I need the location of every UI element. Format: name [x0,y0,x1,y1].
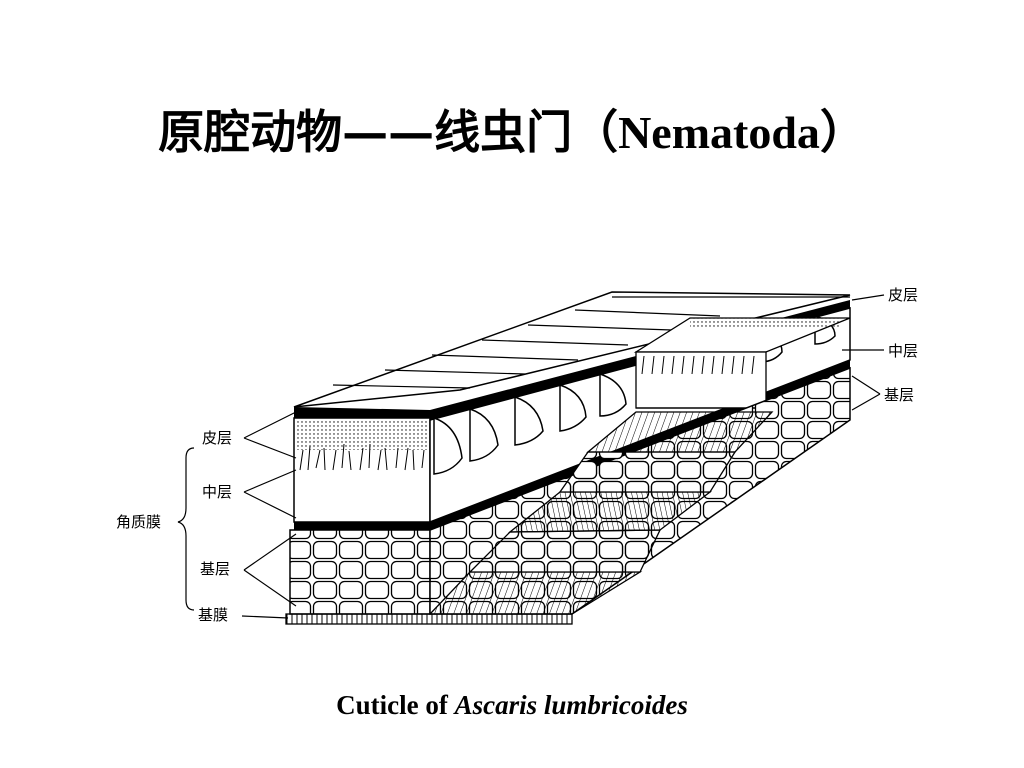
basal-membrane [285,613,573,625]
title-close: ） [819,105,866,159]
left-brace [177,447,195,611]
front-fibres [299,443,425,471]
right-leader-lines [842,294,885,411]
title-latin: Nematoda [618,107,820,158]
platform-fibres [641,355,755,375]
front-dotted-zone [296,420,428,450]
floor-plane-3 [586,411,774,453]
front-boundary [294,522,430,530]
label-right-cortex: 皮层 [888,286,918,304]
front-basal-layer [289,529,431,615]
figure-caption: Cuticle of Ascaris lumbricoides [0,690,1024,721]
cuticle-block [285,291,851,625]
left-leader-lines [241,411,297,619]
right-labels: 皮层 中层 基层 [842,286,918,411]
label-left-basal: 基层 [200,560,230,578]
cortex-band-front [294,407,430,420]
label-left-group: 角质膜 [116,513,161,531]
label-left-cortex: 皮层 [202,429,232,447]
label-left-membrane: 基膜 [198,606,228,624]
caption-species: Ascaris lumbricoides [454,690,688,720]
title-cn: 原腔动物——线虫门（ [158,105,619,159]
slide-title: 原腔动物——线虫门（Nematoda） [0,102,1024,163]
floor-cells-2 [558,451,737,493]
label-right-basal: 基层 [884,386,914,404]
platform-front [635,351,767,409]
label-left-middle: 中层 [202,483,232,501]
label-right-middle: 中层 [888,342,918,360]
left-labels: 皮层 中层 基层 基膜 角质膜 [116,411,297,624]
caption-prefix: Cuticle of [336,690,455,720]
plate-dividers [332,296,850,389]
platform-dots [690,318,840,328]
